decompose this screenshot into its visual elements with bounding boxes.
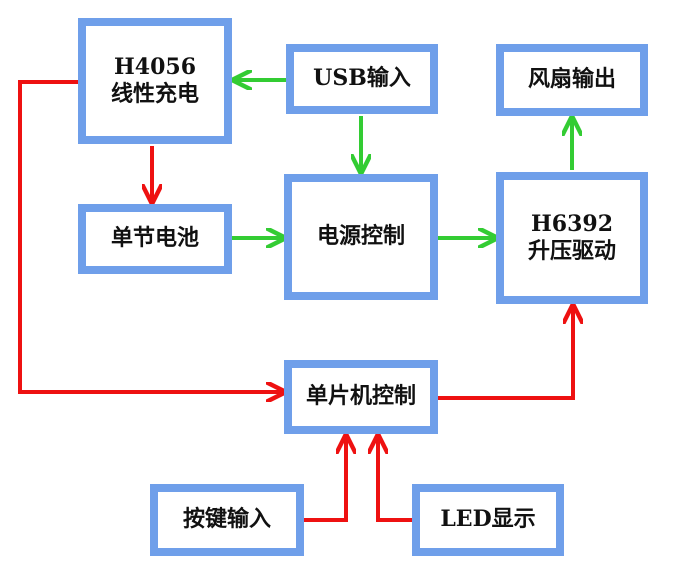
h6392-boost-block: H6392 升压驱动 bbox=[496, 172, 648, 304]
led-display-block: LED显示 bbox=[412, 484, 564, 556]
battery-block: 单节电池 bbox=[78, 204, 232, 274]
arrow-led-to-mcu bbox=[378, 436, 414, 522]
h6392-function-label: 升压驱动 bbox=[527, 238, 616, 264]
h4056-charger-block: H4056 线性充电 bbox=[78, 18, 232, 144]
usb-input-label: USB输入 bbox=[313, 65, 411, 92]
power-control-label: 电源控制 bbox=[316, 223, 405, 250]
h6392-model-label: H6392 bbox=[530, 210, 614, 237]
fan-output-label: 风扇输出 bbox=[527, 66, 616, 93]
power-control-block: 电源控制 bbox=[284, 174, 438, 300]
usb-input-block: USB输入 bbox=[286, 44, 438, 114]
battery-label: 单节电池 bbox=[110, 225, 199, 252]
key-input-block: 按键输入 bbox=[150, 484, 304, 556]
mcu-control-label: 单片机控制 bbox=[305, 383, 416, 410]
arrow-mcu-to-h6392 bbox=[438, 306, 573, 400]
led-display-label: LED显示 bbox=[440, 506, 536, 533]
mcu-control-block: 单片机控制 bbox=[284, 360, 438, 434]
key-input-label: 按键输入 bbox=[182, 506, 271, 533]
arrow-h4056-to-mcu bbox=[18, 80, 284, 392]
h4056-model-label: H4056 bbox=[113, 53, 197, 80]
fan-output-block: 风扇输出 bbox=[496, 44, 648, 116]
arrow-keys-to-mcu bbox=[304, 436, 346, 522]
h4056-function-label: 线性充电 bbox=[110, 81, 199, 107]
